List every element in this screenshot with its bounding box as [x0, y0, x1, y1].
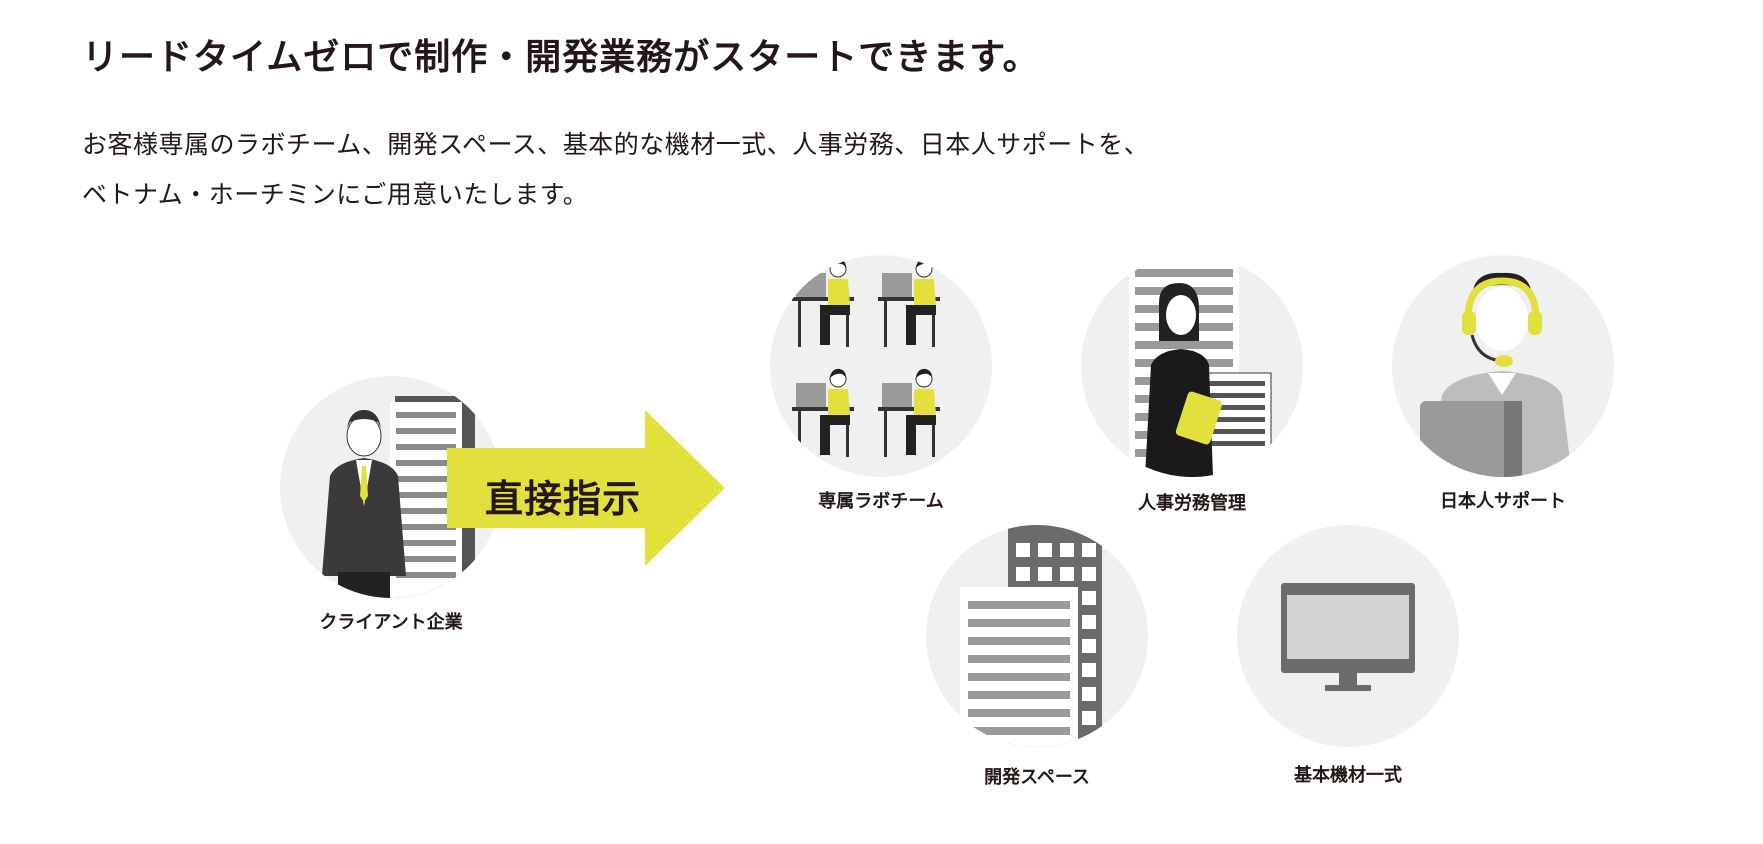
arrow-label: 直接指示: [485, 477, 642, 521]
service-hr-management: 人事労務管理: [1081, 255, 1303, 514]
service-lab-team: 専属ラボチーム: [770, 255, 992, 512]
hr-management-icon: [1081, 255, 1303, 477]
lab-team-label: 専属ラボチーム: [818, 491, 944, 512]
lab-team-icon: [770, 255, 992, 477]
direct-instruction-arrow: [447, 410, 725, 566]
lead-line-1: お客様専属のラボチーム、開発スペース、基本的な機材一式、人事労務、日本人サポート…: [82, 130, 1150, 159]
lead-line-2: ベトナム・ホーチミンにご用意いたします。: [82, 180, 589, 209]
headline: リードタイムゼロで制作・開発業務がスタートできます。: [82, 37, 1040, 78]
japanese-support-label: 日本人サポート: [1440, 491, 1566, 512]
client-node: クライアント企業: [280, 376, 502, 633]
basic-equipment-label: 基本機材一式: [1294, 765, 1402, 786]
service-development-space: 開発スペース: [926, 525, 1148, 788]
development-space-icon: [926, 525, 1148, 747]
service-japanese-support: 日本人サポート: [1392, 255, 1614, 512]
basic-equipment-icon: [1237, 525, 1459, 747]
lead-text: お客様専属のラボチーム、開発スペース、基本的な機材一式、人事労務、日本人サポート…: [82, 120, 1149, 220]
client-icon: [280, 376, 502, 598]
development-space-label: 開発スペース: [984, 767, 1090, 788]
japanese-support-icon: [1392, 255, 1614, 477]
service-basic-equipment: 基本機材一式: [1237, 525, 1459, 786]
client-label: クライアント企業: [319, 612, 463, 633]
hr-management-label: 人事労務管理: [1138, 493, 1246, 514]
